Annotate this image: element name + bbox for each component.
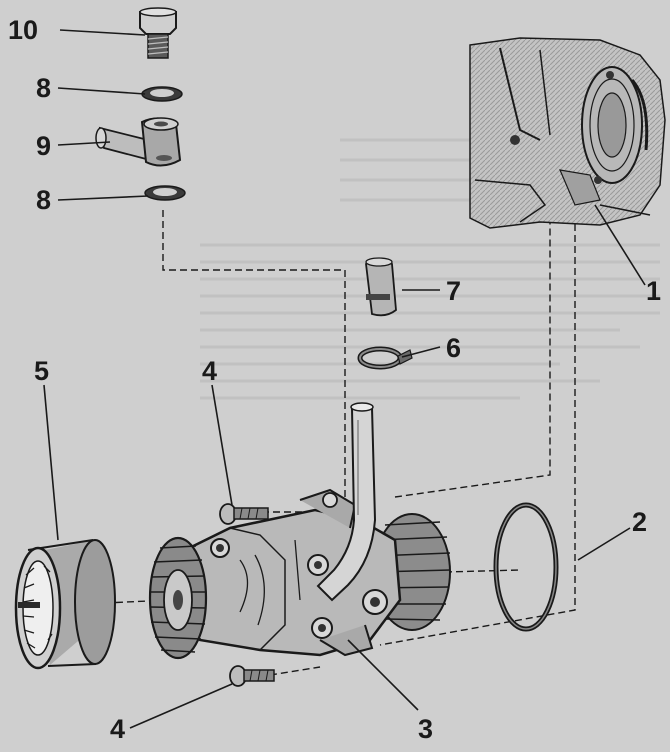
label-8-upper: 8	[36, 73, 51, 103]
label-6: 6	[446, 333, 461, 363]
label-5: 5	[34, 356, 49, 386]
label-8-lower: 8	[36, 185, 51, 215]
background-texture	[200, 138, 660, 400]
part-2-o-ring	[493, 502, 559, 632]
engine-block-section	[469, 37, 666, 229]
tandem-pump-assembly	[148, 402, 451, 660]
part-8-washer-upper	[141, 86, 183, 102]
leader-lines	[43, 29, 646, 729]
label-1: 1	[646, 276, 661, 306]
label-9: 9	[36, 131, 51, 161]
part-7-hose	[365, 257, 397, 317]
label-10: 10	[8, 15, 38, 45]
part-9-banjo-fitting	[95, 117, 182, 167]
label-3: 3	[418, 714, 433, 744]
part-4-bolt-upper	[219, 503, 269, 525]
pump-outlet-pipe	[316, 402, 377, 602]
part-5-coupling-sleeve	[14, 539, 116, 670]
label-4-upper: 4	[202, 356, 217, 386]
label-2: 2	[632, 507, 647, 537]
part-6-hose-clamp	[357, 346, 413, 370]
part-8-washer-lower	[144, 185, 186, 201]
part-10-banjo-bolt	[139, 7, 177, 59]
label-7: 7	[446, 276, 461, 306]
label-4-lower: 4	[110, 714, 125, 744]
part-4-bolt-lower	[229, 665, 275, 687]
pump-front-gear	[148, 536, 208, 660]
